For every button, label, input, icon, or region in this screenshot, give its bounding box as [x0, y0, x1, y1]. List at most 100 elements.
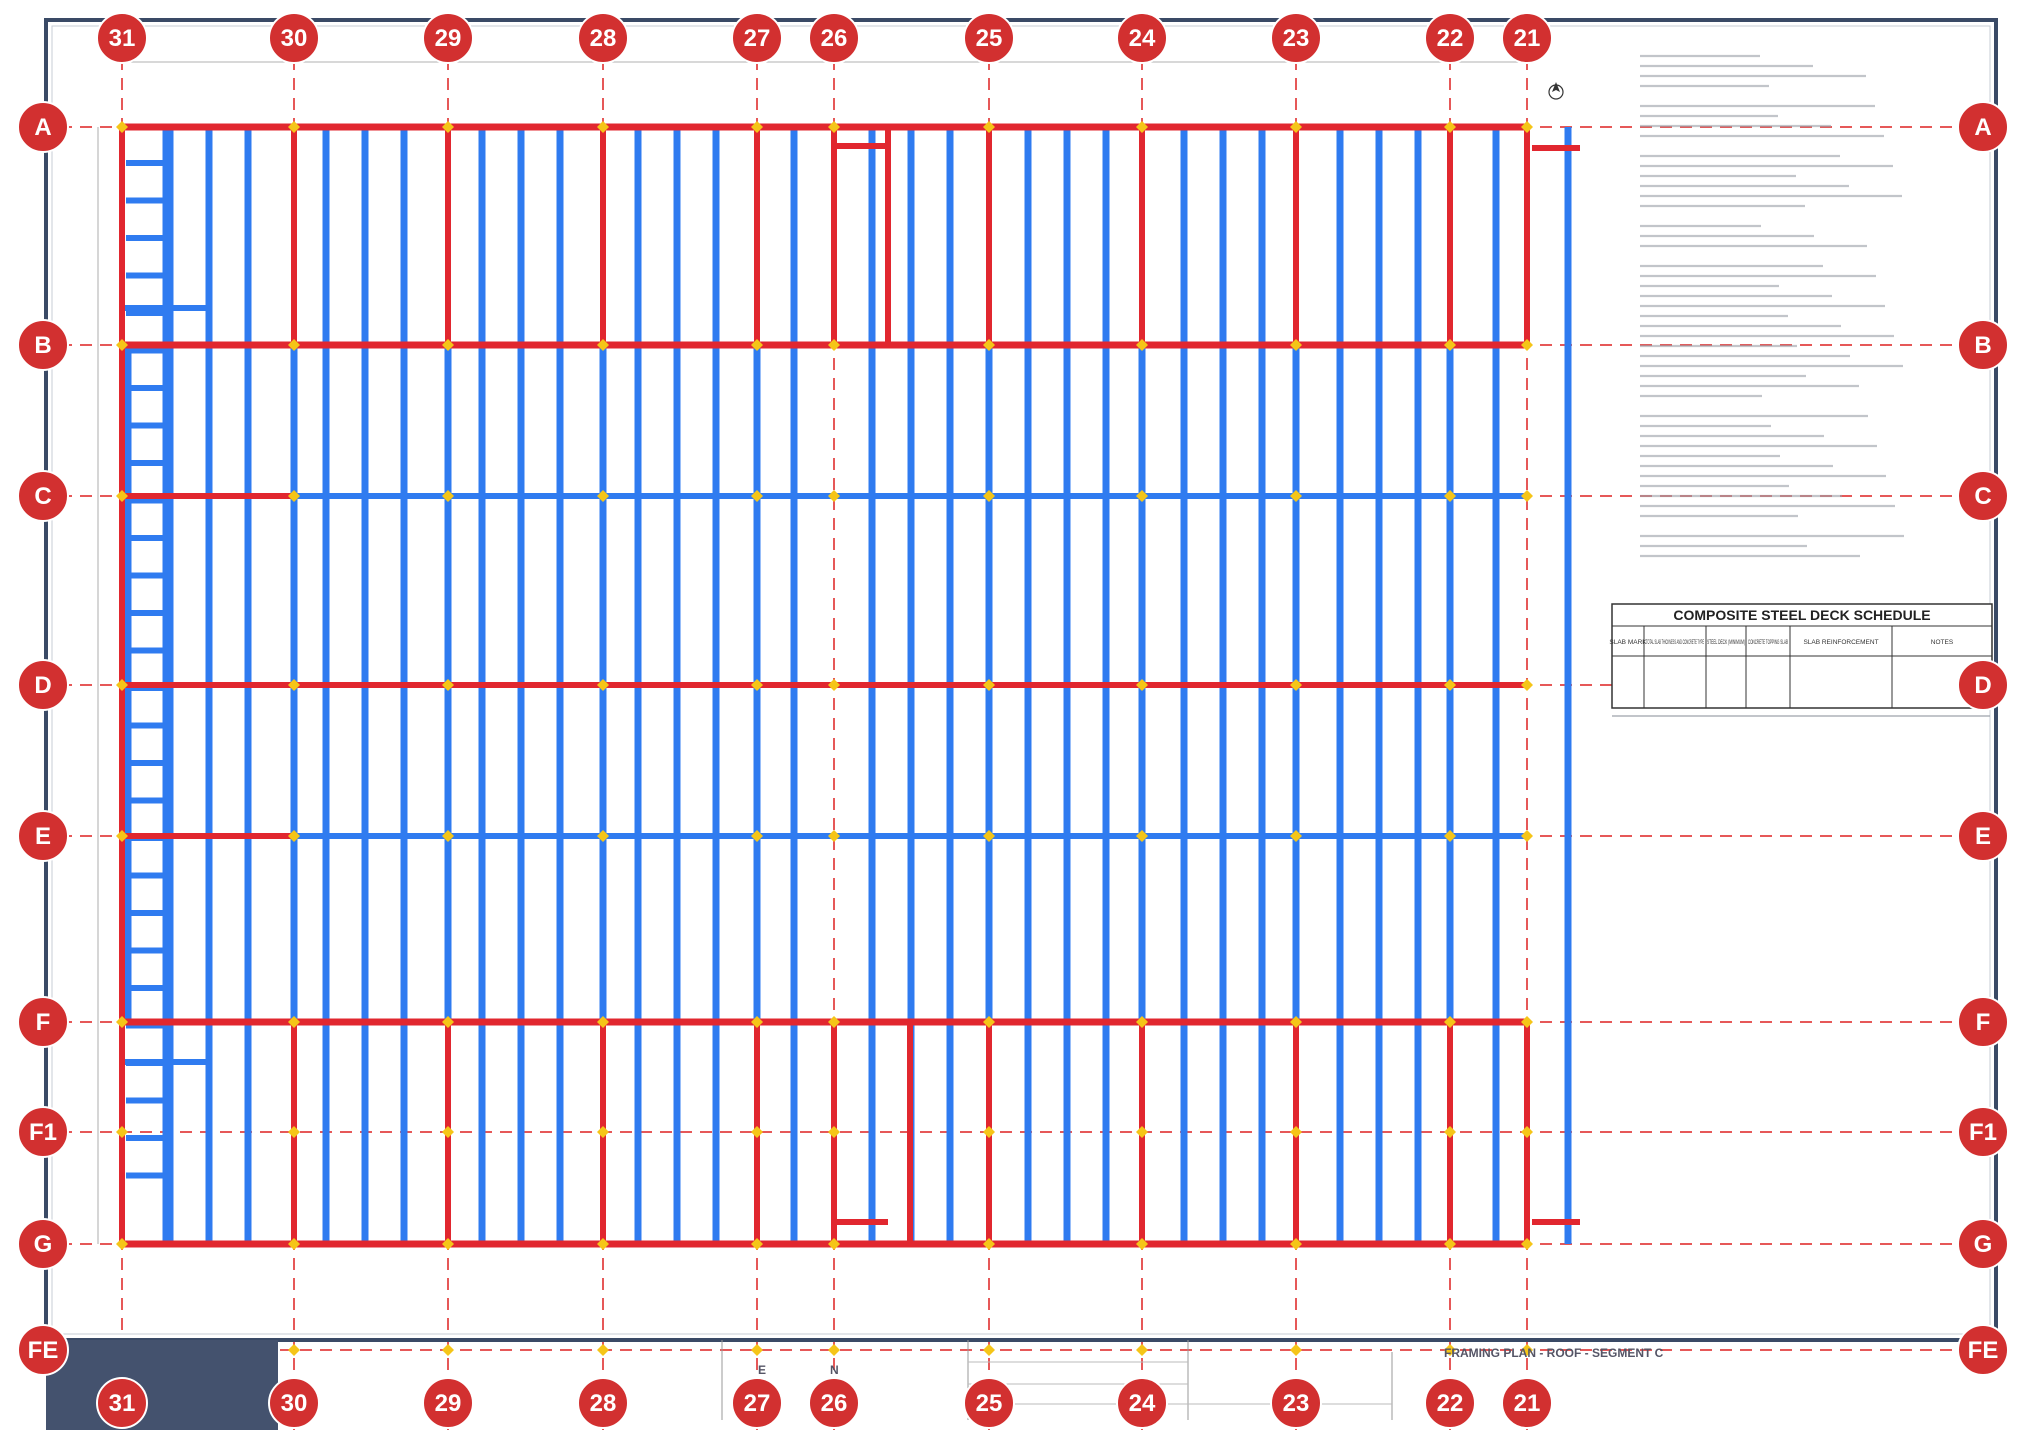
bubble-circle: [577, 12, 629, 64]
column-marker: [1444, 679, 1456, 691]
bubble-circle: [17, 1324, 69, 1376]
bubble-circle: [1957, 101, 2009, 153]
dimension-strings: [97, 61, 1527, 1244]
column-marker: [751, 1126, 763, 1138]
column-bubble-top-26: 26: [808, 12, 860, 64]
column-marker: [1521, 1344, 1533, 1356]
column-marker: [828, 830, 840, 842]
row-bubble-left-E: E: [17, 810, 69, 862]
bubble-circle: [17, 470, 69, 522]
row-bubble-left-G: G: [17, 1218, 69, 1270]
column-marker: [1290, 1016, 1302, 1028]
bubble-label: F1: [1969, 1119, 1997, 1146]
bubble-label: E: [1975, 823, 1991, 850]
column-marker: [751, 1344, 763, 1356]
bubble-circle: [17, 319, 69, 371]
column-marker: [116, 490, 128, 502]
bubble-label: 26: [821, 25, 848, 52]
column-marker: [1444, 490, 1456, 502]
column-marker: [1521, 490, 1533, 502]
column-bubble-top-21: 21: [1501, 12, 1553, 64]
bubble-circle: [808, 12, 860, 64]
column-marker: [1521, 830, 1533, 842]
column-bubble-top-22: 22: [1424, 12, 1476, 64]
bubble-circle: [17, 1218, 69, 1270]
column-bubble-top-27: 27: [731, 12, 783, 64]
column-marker: [983, 1238, 995, 1250]
bubble-circle: [1957, 810, 2009, 862]
column-marker: [1290, 1344, 1302, 1356]
schedule-header-reinforcement: SLAB REINFORCEMENT: [1803, 639, 1878, 646]
column-marker: [828, 1344, 840, 1356]
column-marker: [828, 679, 840, 691]
column-bubble-bottom-29: 29: [422, 1377, 474, 1429]
column-marker: [116, 121, 128, 133]
bubble-label: 27: [744, 25, 771, 52]
bubble-label: 21: [1514, 1390, 1541, 1417]
bubble-circle: [1116, 1377, 1168, 1429]
row-bubble-right-C: C: [1957, 470, 2009, 522]
bubble-circle: [1424, 12, 1476, 64]
bubble-circle: [96, 1377, 148, 1429]
bubble-label: 25: [976, 25, 1003, 52]
bubble-circle: [1270, 1377, 1322, 1429]
row-bubble-left-FE: FE: [17, 1324, 69, 1376]
column-marker: [1136, 1238, 1148, 1250]
column-marker: [983, 1344, 995, 1356]
firm-logo-block: [46, 1340, 278, 1430]
bubble-label: FE: [28, 1337, 59, 1364]
column-bubble-bottom-31: 31: [96, 1377, 148, 1429]
bubble-label: D: [1974, 672, 1991, 699]
bubble-label: 30: [281, 1390, 308, 1417]
column-marker: [116, 830, 128, 842]
bubble-label: F: [1976, 1009, 1991, 1036]
column-marker: [751, 1238, 763, 1250]
column-marker: [828, 1016, 840, 1028]
sheet-title: FRAMING PLAN - ROOF - SEGMENT C: [1444, 1346, 1664, 1360]
bubble-label: 22: [1437, 1390, 1464, 1417]
column-bubble-bottom-24: 24: [1116, 1377, 1168, 1429]
bubble-label: F: [36, 1009, 51, 1036]
column-marker: [288, 339, 300, 351]
grid-bubbles: 3131303029292828272726262525242423232222…: [17, 12, 2009, 1429]
bubble-circle: [17, 996, 69, 1048]
column-marker: [1136, 339, 1148, 351]
column-marker: [1290, 1126, 1302, 1138]
column-marker: [442, 1016, 454, 1028]
column-marker: [751, 490, 763, 502]
bubble-label: 30: [281, 25, 308, 52]
column-marker: [288, 1344, 300, 1356]
column-marker: [442, 679, 454, 691]
column-marker: [1444, 1126, 1456, 1138]
bubble-label: C: [1974, 483, 1991, 510]
column-bubble-bottom-25: 25: [963, 1377, 1015, 1429]
bubble-circle: [1957, 1324, 2009, 1376]
schedule-header-topping: CONCRETE TOPPING SLAB: [1748, 639, 1788, 646]
bubble-circle: [1501, 12, 1553, 64]
column-marker: [597, 679, 609, 691]
column-bubble-bottom-27: 27: [731, 1377, 783, 1429]
bubble-circle: [1957, 470, 2009, 522]
column-marker: [288, 1126, 300, 1138]
column-marker: [288, 1238, 300, 1250]
column-bubble-top-28: 28: [577, 12, 629, 64]
column-marker: [1136, 830, 1148, 842]
column-marker: [1521, 1126, 1533, 1138]
column-marker: [983, 490, 995, 502]
column-marker: [751, 121, 763, 133]
column-marker: [1521, 339, 1533, 351]
view-mark-e: E: [758, 1363, 766, 1377]
column-marker: [288, 830, 300, 842]
bubble-circle: [96, 12, 148, 64]
bubble-label: 29: [435, 1390, 462, 1417]
column-marker: [442, 1344, 454, 1356]
column-marker: [1521, 1016, 1533, 1028]
bubble-circle: [1957, 659, 2009, 711]
bubble-circle: [1501, 1377, 1553, 1429]
column-marker: [1444, 1238, 1456, 1250]
column-marker: [1444, 830, 1456, 842]
schedule-header-notes: NOTES: [1931, 639, 1954, 646]
column-marker: [1136, 679, 1148, 691]
column-marker: [983, 679, 995, 691]
bubble-label: 31: [109, 1390, 136, 1417]
